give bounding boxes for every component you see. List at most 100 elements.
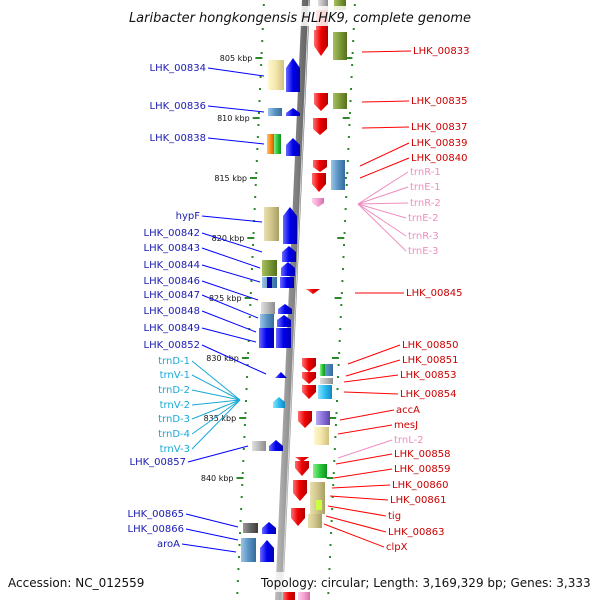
scale-dot [343, 232, 346, 234]
gene-label-left[interactable]: hypF [176, 211, 201, 222]
scale-dot [258, 100, 261, 102]
scale-dot [347, 148, 350, 150]
gene-label-left[interactable]: LHK_00836 [150, 101, 206, 112]
gene-label-right[interactable]: LHK_00833 [413, 46, 469, 57]
kbp-tick [337, 237, 345, 239]
title-backdrop [118, 6, 482, 26]
gene-label-right[interactable]: LHK_00835 [411, 96, 467, 107]
scale-dot [240, 496, 243, 498]
gene-label-left[interactable]: LHK_00866 [128, 524, 184, 535]
gene-block-dgrey [243, 523, 258, 533]
gene-label-right[interactable]: LHK_00863 [388, 527, 444, 538]
gene-label-left[interactable]: LHK_00849 [144, 323, 200, 334]
gene-label-right[interactable]: LHK_00850 [402, 340, 458, 351]
gene-label-right[interactable]: LHK_00854 [400, 389, 456, 400]
kbp-tick [345, 57, 353, 59]
scale-dot [254, 184, 257, 186]
scale-dot [330, 520, 333, 522]
gene-label-right[interactable]: LHK_00861 [390, 495, 446, 506]
scale-dot [344, 220, 347, 222]
gene-arrow-reverse [302, 372, 316, 384]
gene-block-red-bottom [283, 592, 295, 600]
gene-label-right[interactable]: LHK_00859 [394, 464, 450, 475]
gene-block-green-top [334, 0, 346, 10]
gene-label-left[interactable]: trnD-1 [158, 356, 190, 367]
scale-dots [236, 4, 356, 594]
scale-dot [335, 412, 338, 414]
scale-dot [261, 40, 264, 42]
leader-line [181, 543, 237, 553]
gene-label-right[interactable]: LHK_00840 [411, 153, 467, 164]
leader-line [201, 280, 259, 301]
scale-dot [331, 496, 334, 498]
accession-text: Accession: NC_012559 [8, 576, 144, 590]
gene-label-right[interactable]: LHK_00853 [400, 370, 456, 381]
gene-block-orange [267, 134, 274, 154]
gene-label-left[interactable]: LHK_00865 [128, 509, 184, 520]
footer-backdrop [258, 572, 598, 592]
gene-label-left[interactable]: LHK_00842 [144, 228, 200, 239]
gene-label-right[interactable]: LHK_00851 [402, 355, 458, 366]
gene-label-right[interactable]: accA [396, 405, 420, 416]
gene-arrow-reverse [291, 508, 305, 526]
gene-label-left[interactable]: trnV-2 [160, 400, 190, 411]
gene-label-left[interactable]: LHK_00852 [144, 340, 200, 351]
gene-arrow-forward [269, 440, 283, 451]
gene-label-right[interactable]: trnL-2 [394, 435, 424, 446]
gene-label-left[interactable]: aroA [157, 539, 180, 550]
gene-label-right[interactable]: clpX [386, 542, 408, 553]
gene-arrow-reverse [295, 457, 309, 462]
gene-block-cream [314, 427, 329, 445]
gene-label-left[interactable]: trnD-2 [158, 385, 190, 396]
gene-label-right[interactable]: LHK_00839 [411, 138, 467, 149]
gene-label-left[interactable]: LHK_00846 [144, 276, 200, 287]
scale-dot [328, 556, 331, 558]
gene-label-right[interactable]: LHK_00858 [394, 449, 450, 460]
gene-block-cream [268, 60, 284, 90]
gene-label-left[interactable]: trnD-4 [158, 429, 190, 440]
leader-line [337, 424, 393, 435]
gene-label-left[interactable]: trnV-1 [160, 370, 190, 381]
gene-arrow-reverse [302, 385, 316, 399]
scale-dot [330, 532, 333, 534]
gene-arrow-forward [262, 522, 276, 534]
gene-label-right[interactable]: trnE-1 [410, 182, 440, 193]
scale-dot [259, 76, 262, 78]
gene-label-right[interactable]: trnE-2 [408, 213, 438, 224]
gene-block-grey [320, 378, 333, 384]
gene-label-left[interactable]: LHK_00848 [144, 306, 200, 317]
kbp-label: 840 kbp [201, 474, 234, 483]
gene-label-left[interactable]: trnV-3 [160, 444, 190, 455]
leader-line [323, 523, 385, 548]
gene-label-left[interactable]: LHK_00857 [130, 457, 186, 468]
gene-arrow-reverse [298, 411, 312, 428]
gene-label-right[interactable]: trnR-2 [410, 198, 441, 209]
gene-label-right[interactable]: LHK_00860 [392, 480, 448, 491]
topology-text: Topology: circular; Length: 3,169,329 bp… [260, 576, 591, 590]
gene-label-right[interactable]: trnR-1 [410, 167, 441, 178]
leader-line [207, 67, 265, 77]
backbone-highlight [281, 0, 310, 600]
gene-label-right[interactable]: mesJ [394, 420, 418, 431]
kbp-tick [331, 357, 339, 359]
gene-label-right[interactable]: tig [388, 511, 401, 522]
trna-forward-glyph [273, 397, 285, 408]
leader-line [357, 203, 407, 219]
gene-label-right[interactable]: LHK_00837 [411, 122, 467, 133]
gene-label-left[interactable]: LHK_00834 [150, 63, 206, 74]
gene-label-right[interactable]: LHK_00845 [406, 288, 462, 299]
gene-label-right[interactable]: trnE-3 [408, 246, 438, 257]
leader-line [191, 399, 241, 435]
gene-label-left[interactable]: LHK_00838 [150, 133, 206, 144]
gene-label-left[interactable]: LHK_00843 [144, 243, 200, 254]
kbp-tick [342, 117, 350, 119]
kbp-tick [326, 477, 334, 479]
gene-label-right[interactable]: trnR-3 [408, 231, 439, 242]
gene-label-left[interactable]: trnD-3 [158, 414, 190, 425]
gene-label-left[interactable]: LHK_00844 [144, 260, 200, 271]
leader-line [343, 391, 399, 395]
scale-dot [342, 256, 345, 258]
gene-arrow-forward [286, 138, 300, 156]
gene-label-left[interactable]: LHK_00847 [144, 290, 200, 301]
kbp-label: 820 kbp [212, 234, 245, 243]
